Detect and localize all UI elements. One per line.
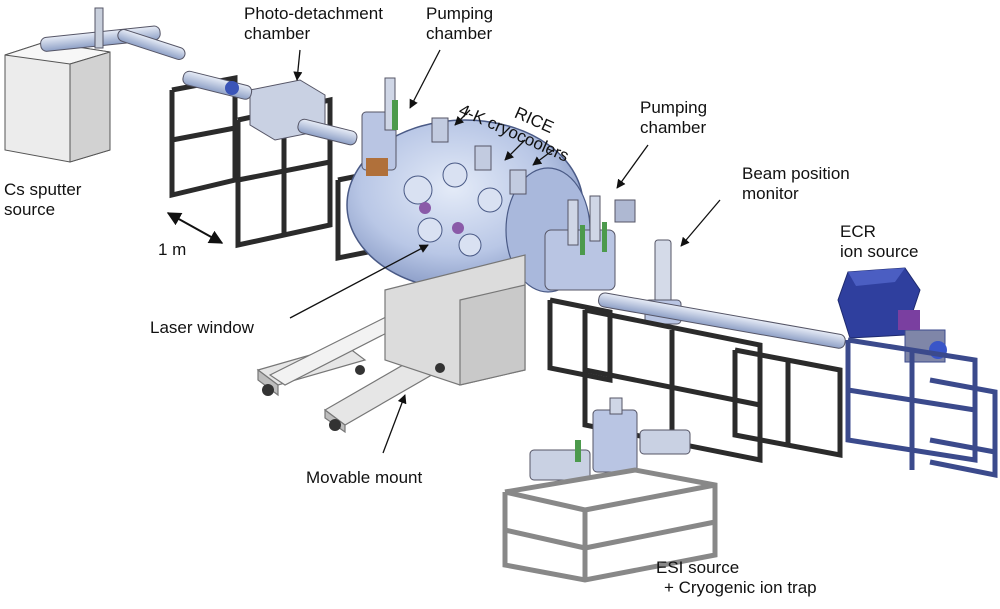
arrow-beam-position: [680, 199, 721, 247]
label-line: monitor: [742, 184, 799, 203]
label-esi-source-ion-trap: ESI source + Cryogenic ion trap: [656, 558, 817, 598]
cs-sputter-source-drawing: [4, 7, 186, 163]
label-line: Photo-detachment: [244, 4, 383, 23]
esi-support-frame: [502, 467, 718, 583]
label-line: ion source: [840, 242, 919, 261]
ecr-ion-source-drawing: [837, 267, 947, 363]
arrow-movable-mount: [382, 394, 407, 454]
arrow-laser-window: [289, 244, 429, 319]
right-support-frames: [547, 297, 843, 464]
label-pumping-chamber-1: Pumping chamber: [426, 4, 493, 44]
label-pumping-chamber-2: Pumping chamber: [640, 98, 707, 138]
label-line: chamber: [426, 24, 493, 43]
arrow-pumping-2: [616, 144, 649, 189]
label-line: chamber: [640, 118, 707, 137]
label-line: Movable mount: [306, 468, 423, 487]
annotation-arrows: [166, 49, 721, 454]
arrow-rice-2: [504, 139, 526, 161]
label-line: source: [4, 200, 56, 219]
label-line: Beam position: [742, 164, 850, 183]
label-laser-window: Laser window: [150, 318, 254, 338]
pumping-chamber-2-drawing: [544, 195, 636, 291]
label-line: + Cryogenic ion trap: [664, 578, 817, 597]
rice-main-chamber-drawing: [346, 77, 591, 293]
label-line: 1 m: [158, 240, 187, 259]
label-line: ECR: [840, 222, 876, 241]
arrow-pumping-1: [409, 49, 441, 109]
mount-wheels: [262, 363, 445, 431]
label-line: chamber: [244, 24, 311, 43]
label-photo-detachment-chamber: Photo-detachment chamber: [244, 4, 383, 44]
label-line: Pumping: [640, 98, 708, 117]
arrow-rice-1: [454, 109, 471, 126]
label-line: Laser window: [150, 318, 254, 337]
label-line: ESI source: [656, 558, 740, 577]
movable-mount-drawing: [256, 254, 526, 434]
label-cs-sputter-source: Cs sputter source: [4, 180, 81, 220]
ecr-support-frame: [845, 337, 998, 479]
arrow-rice-3: [532, 149, 554, 166]
arrow-photo-detachment: [293, 49, 303, 81]
label-scale-1m: 1 m: [158, 240, 186, 260]
arrow-scale-1m: [166, 212, 224, 244]
label-ecr-ion-source: ECR ion source: [840, 222, 918, 262]
label-line: Cs sputter: [4, 180, 82, 199]
label-movable-mount: Movable mount: [306, 468, 422, 488]
label-line: Pumping: [426, 4, 494, 23]
label-beam-position-monitor: Beam position monitor: [742, 164, 850, 204]
esi-source-drawing: [529, 397, 691, 481]
